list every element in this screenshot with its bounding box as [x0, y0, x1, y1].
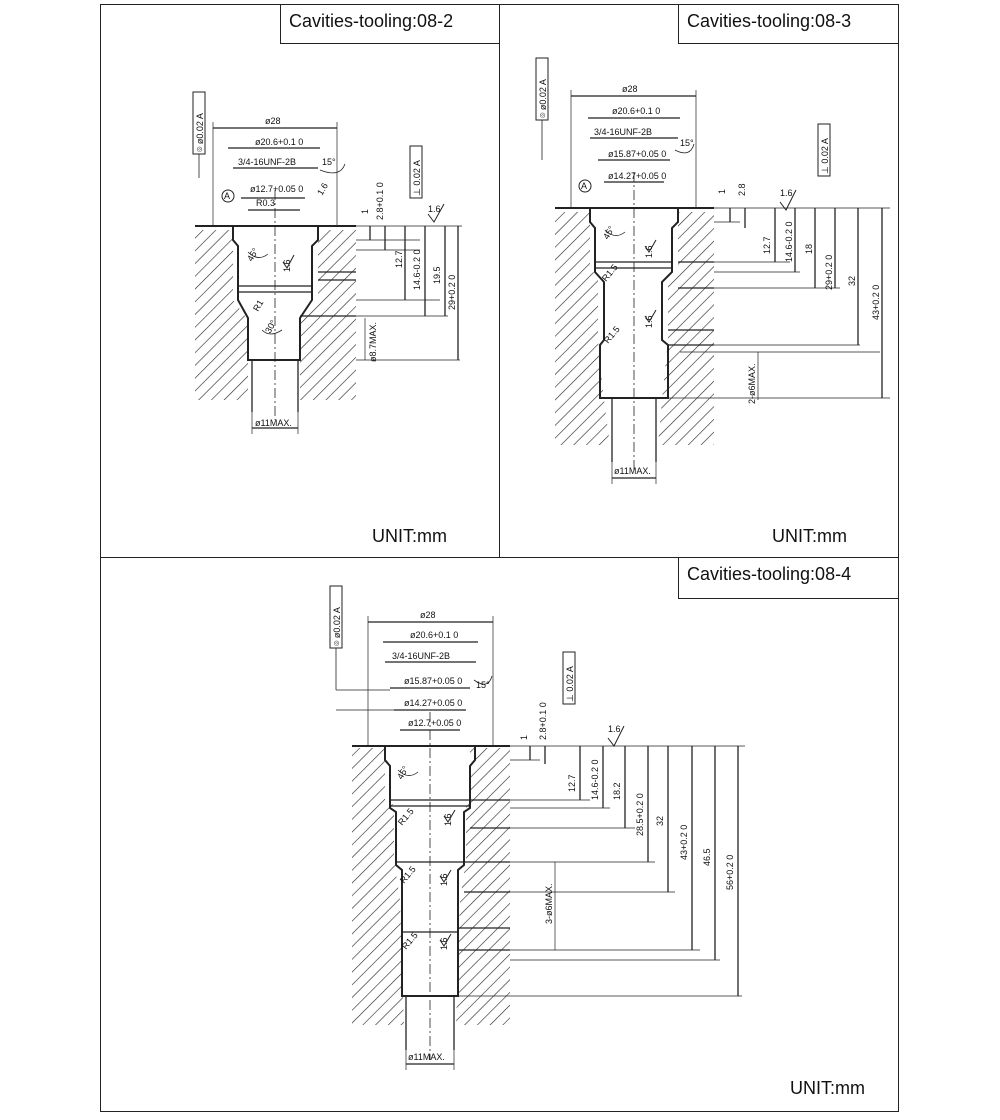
dim-127-08-2: 12.7 — [394, 250, 404, 268]
rough-4-08-4: 1.6 — [439, 937, 449, 950]
dim-43-08-3: 43+0.2 0 — [871, 285, 881, 320]
hatched-body-right — [300, 230, 356, 400]
dim-a30-08-2: 30° — [263, 318, 279, 335]
dim-d12-08-2: ø12.7+0.05 0 — [250, 184, 303, 194]
dim-1-08-4: 1 — [519, 735, 529, 740]
dim-127-08-4: 12.7 — [567, 774, 577, 792]
rough-2-08-3: 1.6 — [644, 245, 654, 258]
tol-concentric-08-4: ⌾ ø0.02 A — [332, 607, 342, 646]
dim-43-08-4: 43+0.2 0 — [679, 825, 689, 860]
dim-465-08-4: 46.5 — [702, 848, 712, 866]
dim-hole-08-4: 3-ø6MAX. — [544, 883, 554, 924]
unit-label-08-4: UNIT:mm — [790, 1078, 865, 1098]
dim-a45-08-2: 45° — [245, 246, 261, 263]
dim-hole-08-3: 2-ø6MAX. — [747, 363, 757, 404]
dim-146-08-3: 14.6-0.2 0 — [784, 221, 794, 262]
dim-bottom-08-3: ø11MAX. — [614, 466, 651, 476]
dim-d28-08-3: ø28 — [622, 84, 638, 94]
panel-title-08-4: Cavities-tooling:08-4 — [678, 557, 899, 599]
dim-146-08-2: 14.6-0.2 0 — [412, 249, 422, 290]
dim-d127d-08-4: ø12.7+0.05 0 — [408, 718, 461, 728]
tol-perp-08-4: ⊥ 0.02 A — [565, 666, 575, 702]
rough-1-08-4: 1.6 — [608, 724, 621, 734]
dim-d28-08-2: ø28 — [265, 116, 281, 126]
dim-r15a-08-4: R1.5 — [396, 806, 416, 827]
dim-29-08-2: 29+0.2 0 — [447, 275, 457, 310]
dim-d1427-08-3: ø14.27+0.05 0 — [608, 171, 666, 181]
dim-a45-08-3: 45° — [601, 224, 617, 241]
dim-d20-08-3: ø20.6+0.1 0 — [612, 106, 660, 116]
dim-r15a-08-3: R1.5 — [600, 262, 620, 283]
rough-2-08-2: 1.6 — [282, 259, 292, 272]
rough-3-08-3: 1.6 — [644, 315, 654, 328]
rough-3-08-2: 1.6 — [315, 181, 330, 197]
dim-angle-08-4: 15° — [476, 680, 490, 690]
dim-56-08-4: 56+0.2 0 — [725, 855, 735, 890]
dim-32-08-4: 32 — [655, 816, 665, 826]
dim-285-08-4: 28.5+0.2 0 — [635, 793, 645, 836]
dim-hole-08-2: ø8.7MAX. — [368, 322, 378, 362]
dim-127-08-3: 12.7 — [762, 236, 772, 254]
datum-a-08-2: A — [224, 191, 230, 201]
dim-28b-08-4: 2.8+0.1 0 — [538, 702, 548, 740]
dim-a45-08-4: 45° — [395, 764, 411, 781]
dim-thread-08-3: 3/4-16UNF-2B — [594, 127, 652, 137]
dim-d28-08-4: ø28 — [420, 610, 436, 620]
panel-cavity-08-2 — [100, 4, 500, 558]
dim-thread-08-4: 3/4-16UNF-2B — [392, 651, 450, 661]
dim-d1587-08-4: ø15.87+0.05 0 — [404, 676, 462, 686]
tol-perp-08-3: ⊥ 0.02 A — [820, 138, 830, 174]
dim-r15b-08-4: R1.5 — [398, 864, 418, 885]
drawing-08-4 — [329, 585, 745, 1070]
dim-d1587-08-3: ø15.87+0.05 0 — [608, 149, 666, 159]
dim-thread-08-2: 3/4-16UNF-2B — [238, 157, 296, 167]
dim-d20-08-2: ø20.6+0.1 0 — [255, 137, 303, 147]
drawing-08-3 — [535, 57, 890, 484]
drawing-08-2 — [192, 91, 462, 434]
rough-2-08-4: 1.6 — [443, 813, 453, 826]
hatched-body-left — [195, 230, 248, 400]
dim-18-08-3: 18 — [804, 244, 814, 254]
panel-title-08-3: Cavities-tooling:08-3 — [678, 4, 899, 44]
unit-label-08-2: UNIT:mm — [372, 526, 447, 546]
dim-angle-08-3: 15° — [680, 138, 694, 148]
rough-1-08-3: 1.6 — [780, 188, 793, 198]
dim-bottom-08-2: ø11MAX. — [255, 418, 292, 428]
dim-d20-08-4: ø20.6+0.1 0 — [410, 630, 458, 640]
dim-195-08-2: 19.5 — [432, 266, 442, 284]
tol-perp-08-2: ⊥ 0.02 A — [412, 160, 422, 196]
dim-1-08-3: 1 — [717, 189, 727, 194]
dim-182-08-4: 18.2 — [612, 782, 622, 800]
dim-29-08-3: 29+0.2 0 — [824, 255, 834, 290]
rough-1-08-2: 1.6 — [428, 204, 441, 214]
dim-1-08-2: 1 — [360, 209, 370, 214]
rough-3-08-4: 1.6 — [439, 873, 449, 886]
unit-label-08-3: UNIT:mm — [772, 526, 847, 546]
datum-a-08-3: A — [581, 181, 587, 191]
dim-28b-08-2: 2.8+0.1 0 — [375, 182, 385, 220]
tol-concentric-08-2: ⌾ ø0.02 A — [195, 113, 205, 152]
dim-r1-08-2: R1 — [251, 298, 265, 313]
dim-r03-08-2: R0.3 — [256, 198, 275, 208]
dim-146-08-4: 14.6-0.2 0 — [590, 759, 600, 800]
labels-08-2: ⌾ ø0.02 A ⊥ 0.02 A ø28 ø20.6+0.1 0 3/4-1… — [195, 113, 457, 428]
dim-d1427-08-4: ø14.27+0.05 0 — [404, 698, 462, 708]
panel-title-08-2: Cavities-tooling:08-2 — [280, 4, 500, 44]
dim-bottom-08-4: ø11MAX. — [408, 1052, 445, 1062]
dim-angle-08-2: 15° — [322, 157, 336, 167]
tol-concentric-08-3: ⌾ ø0.02 A — [538, 79, 548, 118]
dim-28b-08-3: 2.8 — [737, 183, 747, 196]
dim-32-08-3: 32 — [847, 276, 857, 286]
